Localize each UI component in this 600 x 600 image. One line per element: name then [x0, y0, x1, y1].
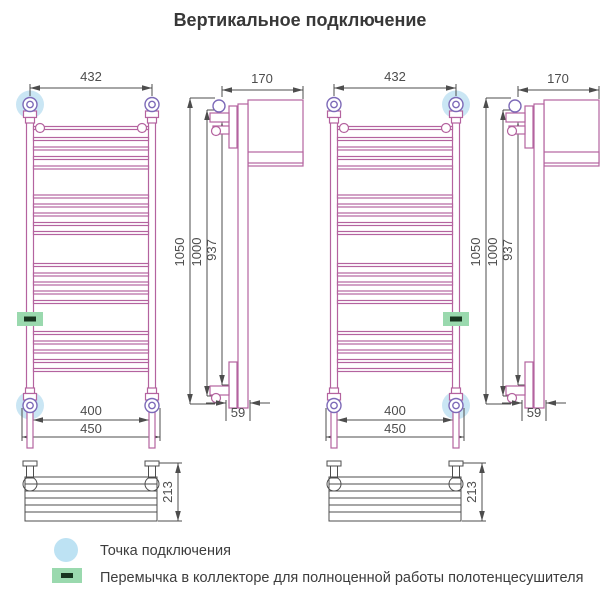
jumper-swatch: [52, 568, 82, 583]
plan-view-left: [23, 461, 182, 521]
dim-height-inner-left: 937: [204, 239, 219, 261]
dim-width-overall-left: 450: [80, 421, 102, 436]
front-view-right: [326, 84, 464, 448]
dim-depth-left: 170: [251, 71, 273, 86]
dim-shelf-depth-right: 213: [464, 481, 479, 503]
dim-offset-left: 59: [231, 405, 245, 420]
dim-height-axis-left: 1000: [189, 238, 204, 267]
dim-width-top-left: 432: [80, 69, 102, 84]
dim-width-axis-right: 400: [384, 403, 406, 418]
dim-height-overall-left: 1050: [172, 238, 187, 267]
dim-width-overall-right: 450: [384, 421, 406, 436]
front-view-left: [22, 84, 160, 448]
plan-view-right: [327, 461, 486, 521]
legend-jumper-label: Перемычка в коллекторе для полноценной р…: [100, 570, 583, 586]
dim-height-axis-right: 1000: [485, 238, 500, 267]
dim-width-axis-left: 400: [80, 403, 102, 418]
legend-connection-point-label: Точка подключения: [100, 543, 231, 559]
dim-width-top-right: 432: [384, 69, 406, 84]
dim-depth-right: 170: [547, 71, 569, 86]
page-title: Вертикальное подключение: [174, 10, 427, 30]
collector-jumper-left: [17, 312, 43, 326]
dim-offset-right: 59: [527, 405, 541, 420]
dim-height-overall-right: 1050: [468, 238, 483, 267]
connection-point-swatch: [54, 538, 78, 562]
collector-jumper-right: [443, 312, 469, 326]
dim-shelf-depth-left: 213: [160, 481, 175, 503]
legend: Точка подключения Перемычка в коллекторе…: [52, 538, 583, 586]
dim-height-inner-right: 937: [500, 239, 515, 261]
